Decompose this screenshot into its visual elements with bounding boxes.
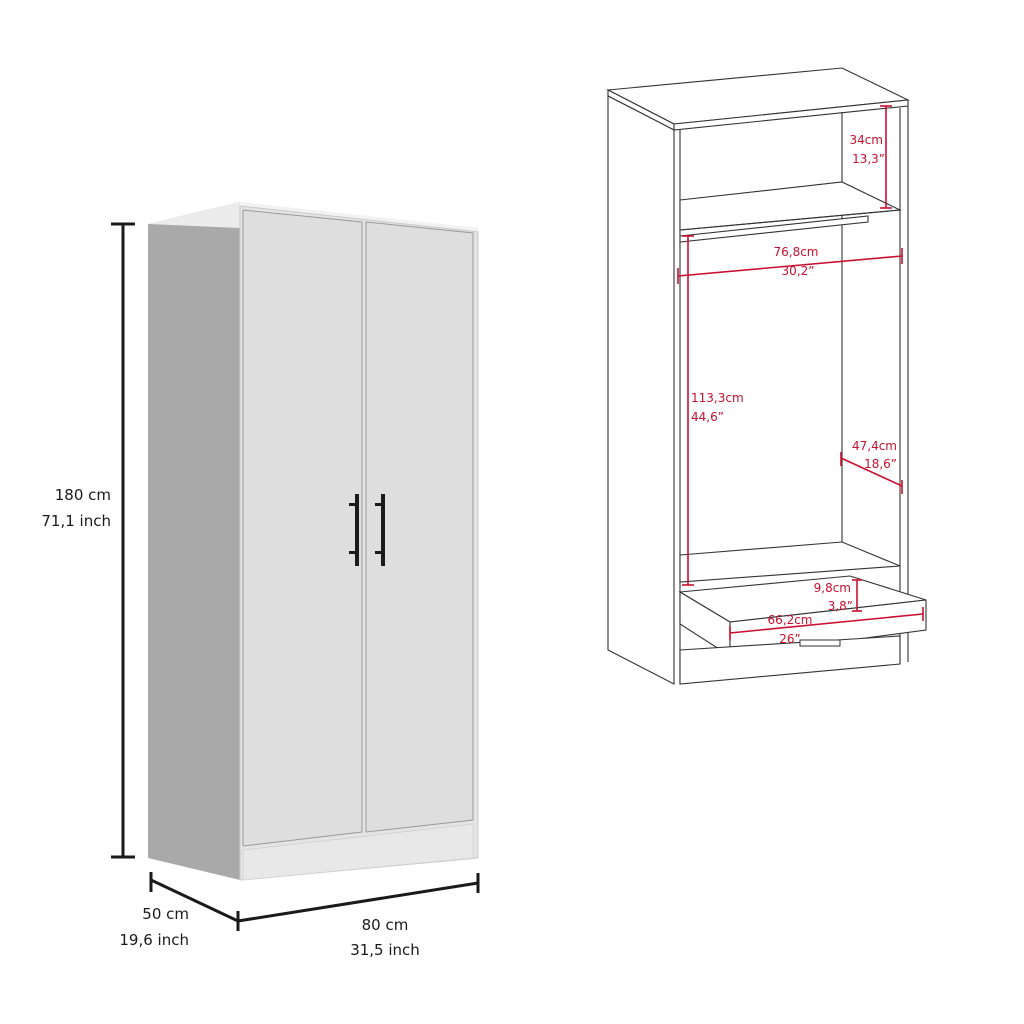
cabinet-plinth bbox=[242, 823, 474, 881]
top-compartment-dimension: 34cm 13,3” bbox=[849, 105, 892, 209]
height-cm-label: 180 cm bbox=[55, 486, 111, 504]
width-dimension: 80 cm 31,5 inch bbox=[237, 873, 480, 959]
hanging-width-dimension: 76,8cm 30,2” bbox=[677, 245, 903, 284]
left-door-handle[interactable] bbox=[349, 494, 359, 566]
height-dimension: 180 cm 71,1 inch bbox=[41, 222, 135, 859]
depth-dimension: 50 cm 19,6 inch bbox=[119, 872, 240, 949]
left-door[interactable] bbox=[242, 209, 363, 847]
hanging-height-dimension: 113,3cm 44,6” bbox=[682, 235, 744, 586]
drawer-height-inch: 3,8” bbox=[828, 599, 853, 613]
drawer-height-cm: 9,8cm bbox=[814, 581, 851, 595]
hanging-width-inch: 30,2” bbox=[782, 264, 815, 278]
interior-depth-dimension: 47,4cm 18,6” bbox=[840, 439, 903, 494]
drawer-height-dimension: 9,8cm 3,8” bbox=[814, 579, 862, 613]
depth-cm-label: 50 cm bbox=[142, 905, 189, 923]
interior-depth-cm: 47,4cm bbox=[852, 439, 897, 453]
top-compartment-inch: 13,3” bbox=[852, 152, 885, 166]
right-door[interactable] bbox=[365, 221, 474, 833]
cabinet-side-panel bbox=[148, 202, 240, 880]
interior-cabinet-drawing bbox=[606, 67, 927, 685]
hanging-width-cm: 76,8cm bbox=[773, 245, 818, 259]
width-cm-label: 80 cm bbox=[362, 916, 409, 934]
drawer-width-cm: 66,2cm bbox=[767, 613, 812, 627]
hanging-height-cm: 113,3cm bbox=[691, 391, 744, 405]
height-inch-label: 71,1 inch bbox=[41, 512, 111, 530]
interior-depth-inch: 18,6” bbox=[864, 457, 897, 471]
depth-inch-label: 19,6 inch bbox=[119, 931, 189, 949]
hanging-height-inch: 44,6” bbox=[691, 410, 724, 424]
right-door-handle[interactable] bbox=[375, 494, 385, 566]
drawer-width-inch: 26” bbox=[779, 632, 801, 646]
width-inch-label: 31,5 inch bbox=[350, 941, 420, 959]
exterior-cabinet bbox=[148, 202, 479, 881]
drawer-width-dimension: 66,2cm 26” bbox=[729, 607, 924, 646]
top-compartment-cm: 34cm bbox=[849, 133, 883, 147]
